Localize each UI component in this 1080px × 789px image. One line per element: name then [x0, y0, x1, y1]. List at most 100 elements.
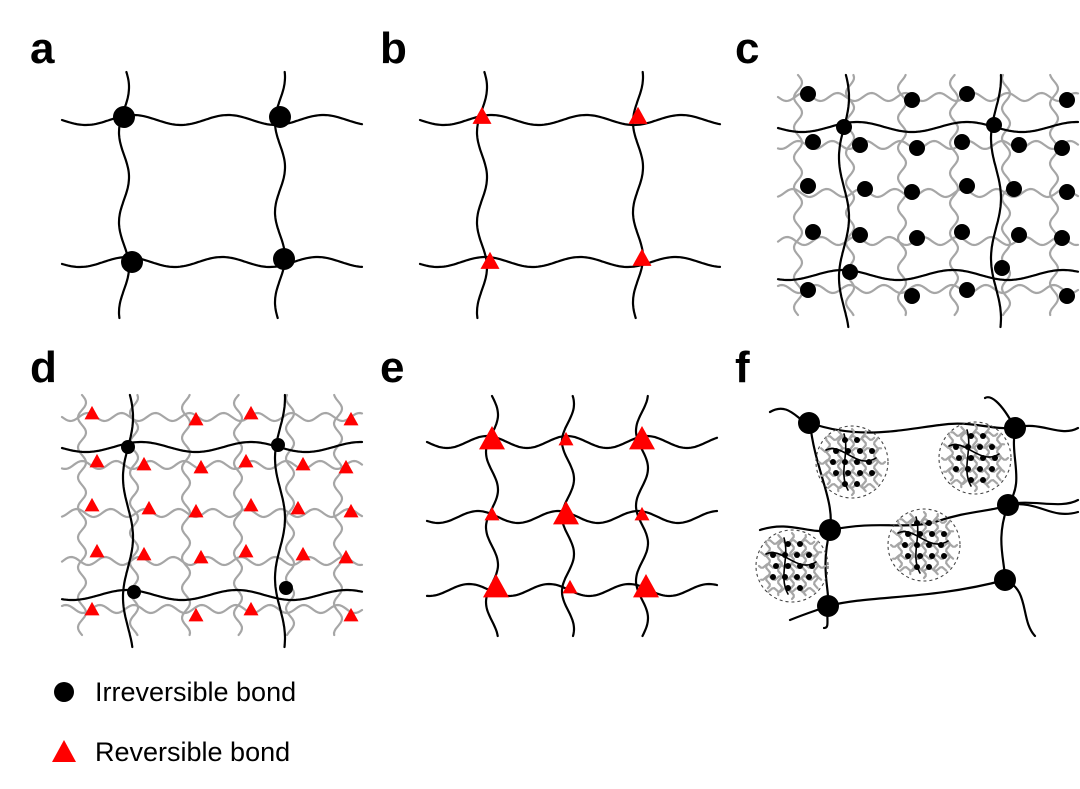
legend: Irreversible bond Reversible bond [52, 677, 296, 767]
irreversible-bond-node [953, 444, 959, 450]
irreversible-bond-node [833, 470, 839, 476]
irreversible-bond-node [954, 134, 970, 150]
irreversible-bond-node [954, 224, 970, 240]
irreversible-bond-node [994, 569, 1016, 591]
irreversible-bond-node [968, 433, 974, 439]
irreversible-bond-node [902, 542, 908, 548]
irreversible-bond-node [785, 585, 791, 591]
irreversible-bond-node [959, 86, 975, 102]
panel-f-network [756, 397, 1078, 636]
irreversible-bond-node [904, 92, 920, 108]
irreversible-bond-node [770, 552, 776, 558]
irreversible-bond-node [269, 106, 291, 128]
panel-c-network [778, 75, 1078, 327]
secondary-chain [778, 93, 1078, 101]
irreversible-bond-node [857, 181, 873, 197]
irreversible-bond-node [917, 531, 923, 537]
legend-irreversible-label: Irreversible bond [95, 677, 296, 707]
legend-reversible-label: Reversible bond [95, 737, 290, 767]
panel-b-network [420, 72, 720, 318]
micro-domain [939, 422, 1011, 494]
irreversible-bond-node [806, 574, 812, 580]
irreversible-bond-node [121, 251, 143, 273]
irreversible-bond-node [938, 542, 944, 548]
secondary-chain [850, 429, 853, 495]
reversible-bond-node [629, 107, 648, 124]
secondary-chain [62, 509, 362, 517]
irreversible-bond-node [857, 470, 863, 476]
primary-chain [62, 442, 362, 452]
secondary-chain [778, 141, 1078, 149]
irreversible-bond-node [830, 459, 836, 465]
primary-chain [778, 122, 1078, 132]
irreversible-bond-node [994, 260, 1010, 276]
irreversible-bond-node [773, 563, 779, 569]
irreversible-bond-node [1004, 417, 1026, 439]
panel-label-f: f [735, 343, 750, 392]
irreversible-bond-node [968, 455, 974, 461]
irreversible-bond-node [968, 477, 974, 483]
micro-domain [756, 530, 828, 602]
panel-e-network [427, 396, 717, 636]
secondary-chain [62, 557, 362, 565]
irreversible-bond-node [836, 119, 852, 135]
irreversible-bond-node [809, 563, 815, 569]
irreversible-bond-node [926, 520, 932, 526]
primary-chain [991, 75, 1001, 327]
irreversible-bond-node [782, 552, 788, 558]
irreversible-bond-node [800, 178, 816, 194]
irreversible-bond-node [127, 585, 141, 599]
panel-label-c: c [735, 24, 759, 73]
secondary-chain [942, 456, 1008, 459]
panel-label-d: d [30, 343, 57, 392]
panel-label-a: a [30, 24, 55, 73]
polymer-chain [420, 115, 720, 125]
irreversible-bond-node [965, 466, 971, 472]
reversible-bond-node [296, 547, 311, 561]
irreversible-bond-node [914, 542, 920, 548]
irreversible-bond-node [909, 140, 925, 156]
irreversible-bond-node [805, 224, 821, 240]
irreversible-bond-node [869, 470, 875, 476]
irreversible-bond-node [1006, 181, 1022, 197]
panel-label-b: b [380, 24, 407, 73]
irreversible-bond-node [977, 466, 983, 472]
micro-domain [816, 426, 888, 498]
irreversible-bond-node [842, 481, 848, 487]
micro-domain [888, 509, 960, 581]
irreversible-bond-node [800, 282, 816, 298]
irreversible-bond-node [854, 459, 860, 465]
irreversible-bond-node [1054, 140, 1070, 156]
irreversible-bond-node [980, 433, 986, 439]
reversible-bond-node [553, 501, 579, 524]
secondary-chain [891, 543, 957, 546]
irreversible-bond-node [785, 541, 791, 547]
irreversible-bond-node [800, 86, 816, 102]
irreversible-bond-node [842, 459, 848, 465]
secondary-chain [62, 605, 362, 613]
irreversible-bond-node [842, 264, 858, 280]
irreversible-bond-node [785, 563, 791, 569]
irreversible-bond-node [852, 137, 868, 153]
red-triangle-icon [52, 740, 76, 762]
irreversible-bond-node [1011, 137, 1027, 153]
irreversible-bond-node [842, 437, 848, 443]
secondary-chain [759, 564, 825, 567]
irreversible-bond-node [909, 230, 925, 246]
reversible-bond-node [244, 498, 259, 512]
irreversible-bond-node [797, 541, 803, 547]
reversible-bond-node [142, 501, 157, 515]
polymer-chain [62, 115, 362, 125]
irreversible-bond-node [806, 552, 812, 558]
irreversible-bond-node [817, 595, 839, 617]
panel-d-network [62, 395, 362, 647]
irreversible-bond-node [905, 553, 911, 559]
irreversible-bond-node [977, 444, 983, 450]
reversible-bond-node [239, 544, 254, 558]
secondary-chain [778, 285, 1078, 293]
irreversible-bond-node [273, 248, 295, 270]
secondary-chain [922, 512, 925, 578]
reversible-bond-node [559, 432, 574, 446]
panel-a-network [62, 72, 362, 318]
